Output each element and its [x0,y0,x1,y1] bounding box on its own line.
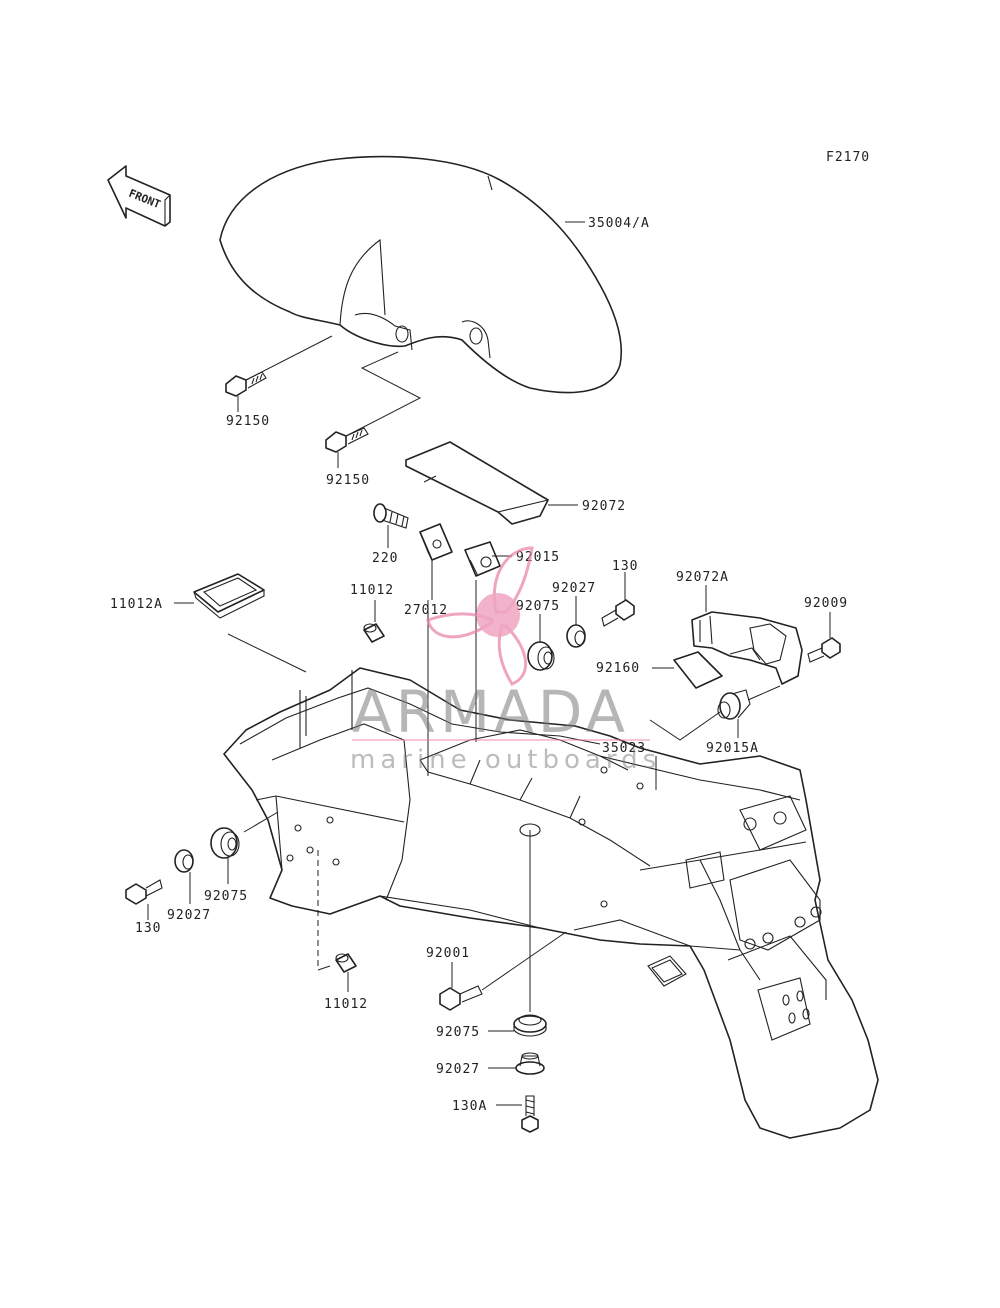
label-bracket-27012: 27012 [404,603,448,618]
grommet-92075-left [210,827,240,859]
watermark-subtitle: marine outboards [350,745,661,775]
label-bracket-92072A: 92072A [676,570,729,585]
bracket-27012 [419,523,453,561]
label-collar-11012-top: 11012 [350,583,394,598]
label-band-92072: 92072 [582,499,626,514]
label-bolt-130-left: 130 [135,921,161,936]
label-grommet-92075-top: 92075 [516,599,560,614]
leader-bolt-92150-b [345,351,422,437]
pad-92160 [673,651,723,689]
bolt-130-left [125,879,163,905]
label-bolt-92009: 92009 [804,596,848,611]
bracket-92072A [691,611,803,685]
screw-220 [373,503,409,529]
label-collar-11012-bottom: 11012 [324,997,368,1012]
label-clip-92015: 92015 [516,550,560,565]
label-bolt-92150-a: 92150 [226,414,270,429]
label-bolt-130-top: 130 [612,559,638,574]
bolt-92150-a [225,371,267,397]
band-92072 [405,441,549,525]
label-pad-92160: 92160 [596,661,640,676]
label-collar-92027-bottom: 92027 [436,1062,480,1077]
figure-code: F2170 [826,150,870,165]
leader-pad-11012A [227,633,307,673]
armada-watermark: ARMADA marine outboards [350,546,661,775]
label-collar-92027-left: 92027 [167,908,211,923]
bolt-92001 [439,985,483,1011]
label-screw-220: 220 [372,551,398,566]
collar-11012-top [363,623,385,643]
label-bolt-130A: 130A [452,1099,487,1114]
collar-92027-top [566,624,586,648]
label-clip-92015A: 92015A [706,741,759,756]
leader-bolt-92150-a [245,335,333,381]
bolt-130A [521,1095,539,1133]
label-bolt-92001: 92001 [426,946,470,961]
label-bolt-92150-b: 92150 [326,473,370,488]
label-grommet-92075-bottom: 92075 [436,1025,480,1040]
pad-11012A [193,573,265,619]
front-direction-arrow: FRONT [107,165,171,227]
label-fender-rear: 35023 [602,741,646,756]
bolt-92150-b [325,427,369,453]
grommet-92075-bottom [513,1014,547,1037]
collar-92027-bottom [515,1052,545,1075]
label-collar-92027-top: 92027 [552,581,596,596]
bolt-92009 [807,637,841,663]
propeller-logo [426,546,534,686]
collar-11012-bottom [335,953,357,973]
label-grommet-92075-left: 92075 [204,889,248,904]
rear-fender [223,667,879,1139]
collar-92027-left [174,849,194,873]
bolt-130-top [601,599,635,627]
grommet-92075-top [527,641,555,671]
label-fender-front: 35004/A [588,216,650,231]
label-pad-11012A: 11012A [110,597,163,612]
watermark-title: ARMADA [352,678,629,746]
front-fender [219,155,623,394]
clip-92015A [717,689,751,720]
clip-92015 [464,541,501,577]
